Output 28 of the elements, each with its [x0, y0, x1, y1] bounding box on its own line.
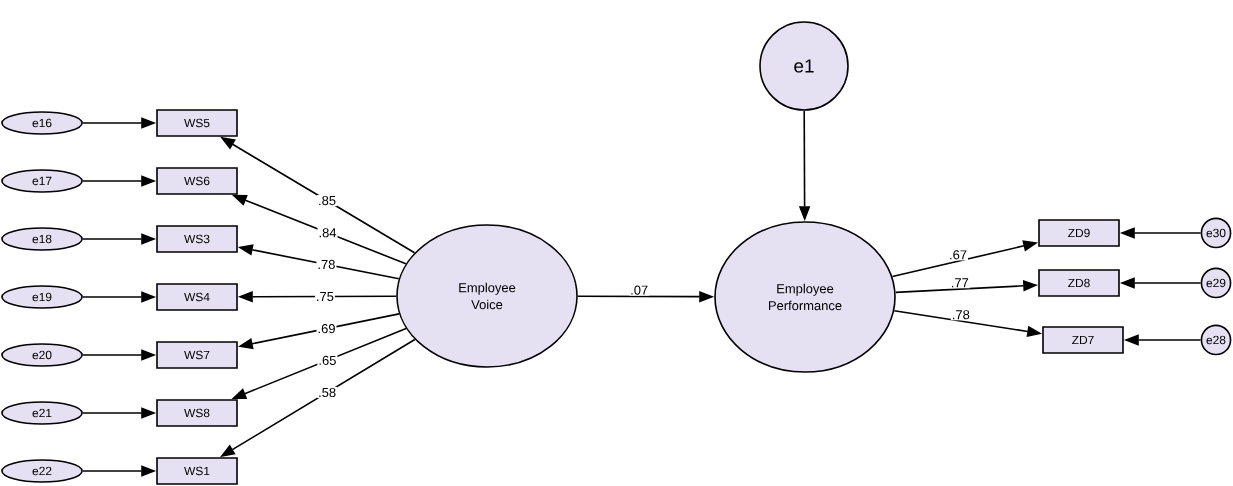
- variable-box: WS7: [156, 341, 238, 369]
- variable-box: WS8: [156, 399, 238, 427]
- error-oval: e19: [1, 285, 83, 309]
- edge-label: .77: [949, 277, 970, 289]
- edge-label: .78: [316, 258, 337, 270]
- error-oval: e18: [1, 227, 83, 251]
- variable-box: ZD8: [1038, 269, 1120, 297]
- edge-label: .78: [950, 309, 971, 321]
- variable-box: WS4: [156, 283, 238, 311]
- edge-label: .07: [629, 284, 650, 296]
- variable-box: WS3: [156, 225, 238, 253]
- variable-box: WS6: [156, 167, 238, 195]
- error-oval: e21: [1, 401, 83, 425]
- edge-label: .67: [948, 249, 969, 261]
- edge-label: .58: [317, 386, 338, 399]
- error-oval: e22: [1, 459, 83, 483]
- variable-box: WS1: [156, 457, 238, 485]
- variable-box: ZD7: [1042, 326, 1124, 354]
- error-oval: e16: [1, 111, 83, 135]
- edge-label: .85: [317, 195, 338, 207]
- edge-label: .84: [317, 227, 338, 239]
- variable-box: WS5: [156, 109, 238, 137]
- variable-box: ZD9: [1038, 219, 1120, 247]
- error-oval: e20: [1, 343, 83, 367]
- error-oval: e17: [1, 169, 83, 193]
- edge-label: .65: [317, 354, 338, 366]
- edge-label: .75: [314, 291, 335, 303]
- edge-label: .69: [316, 323, 337, 335]
